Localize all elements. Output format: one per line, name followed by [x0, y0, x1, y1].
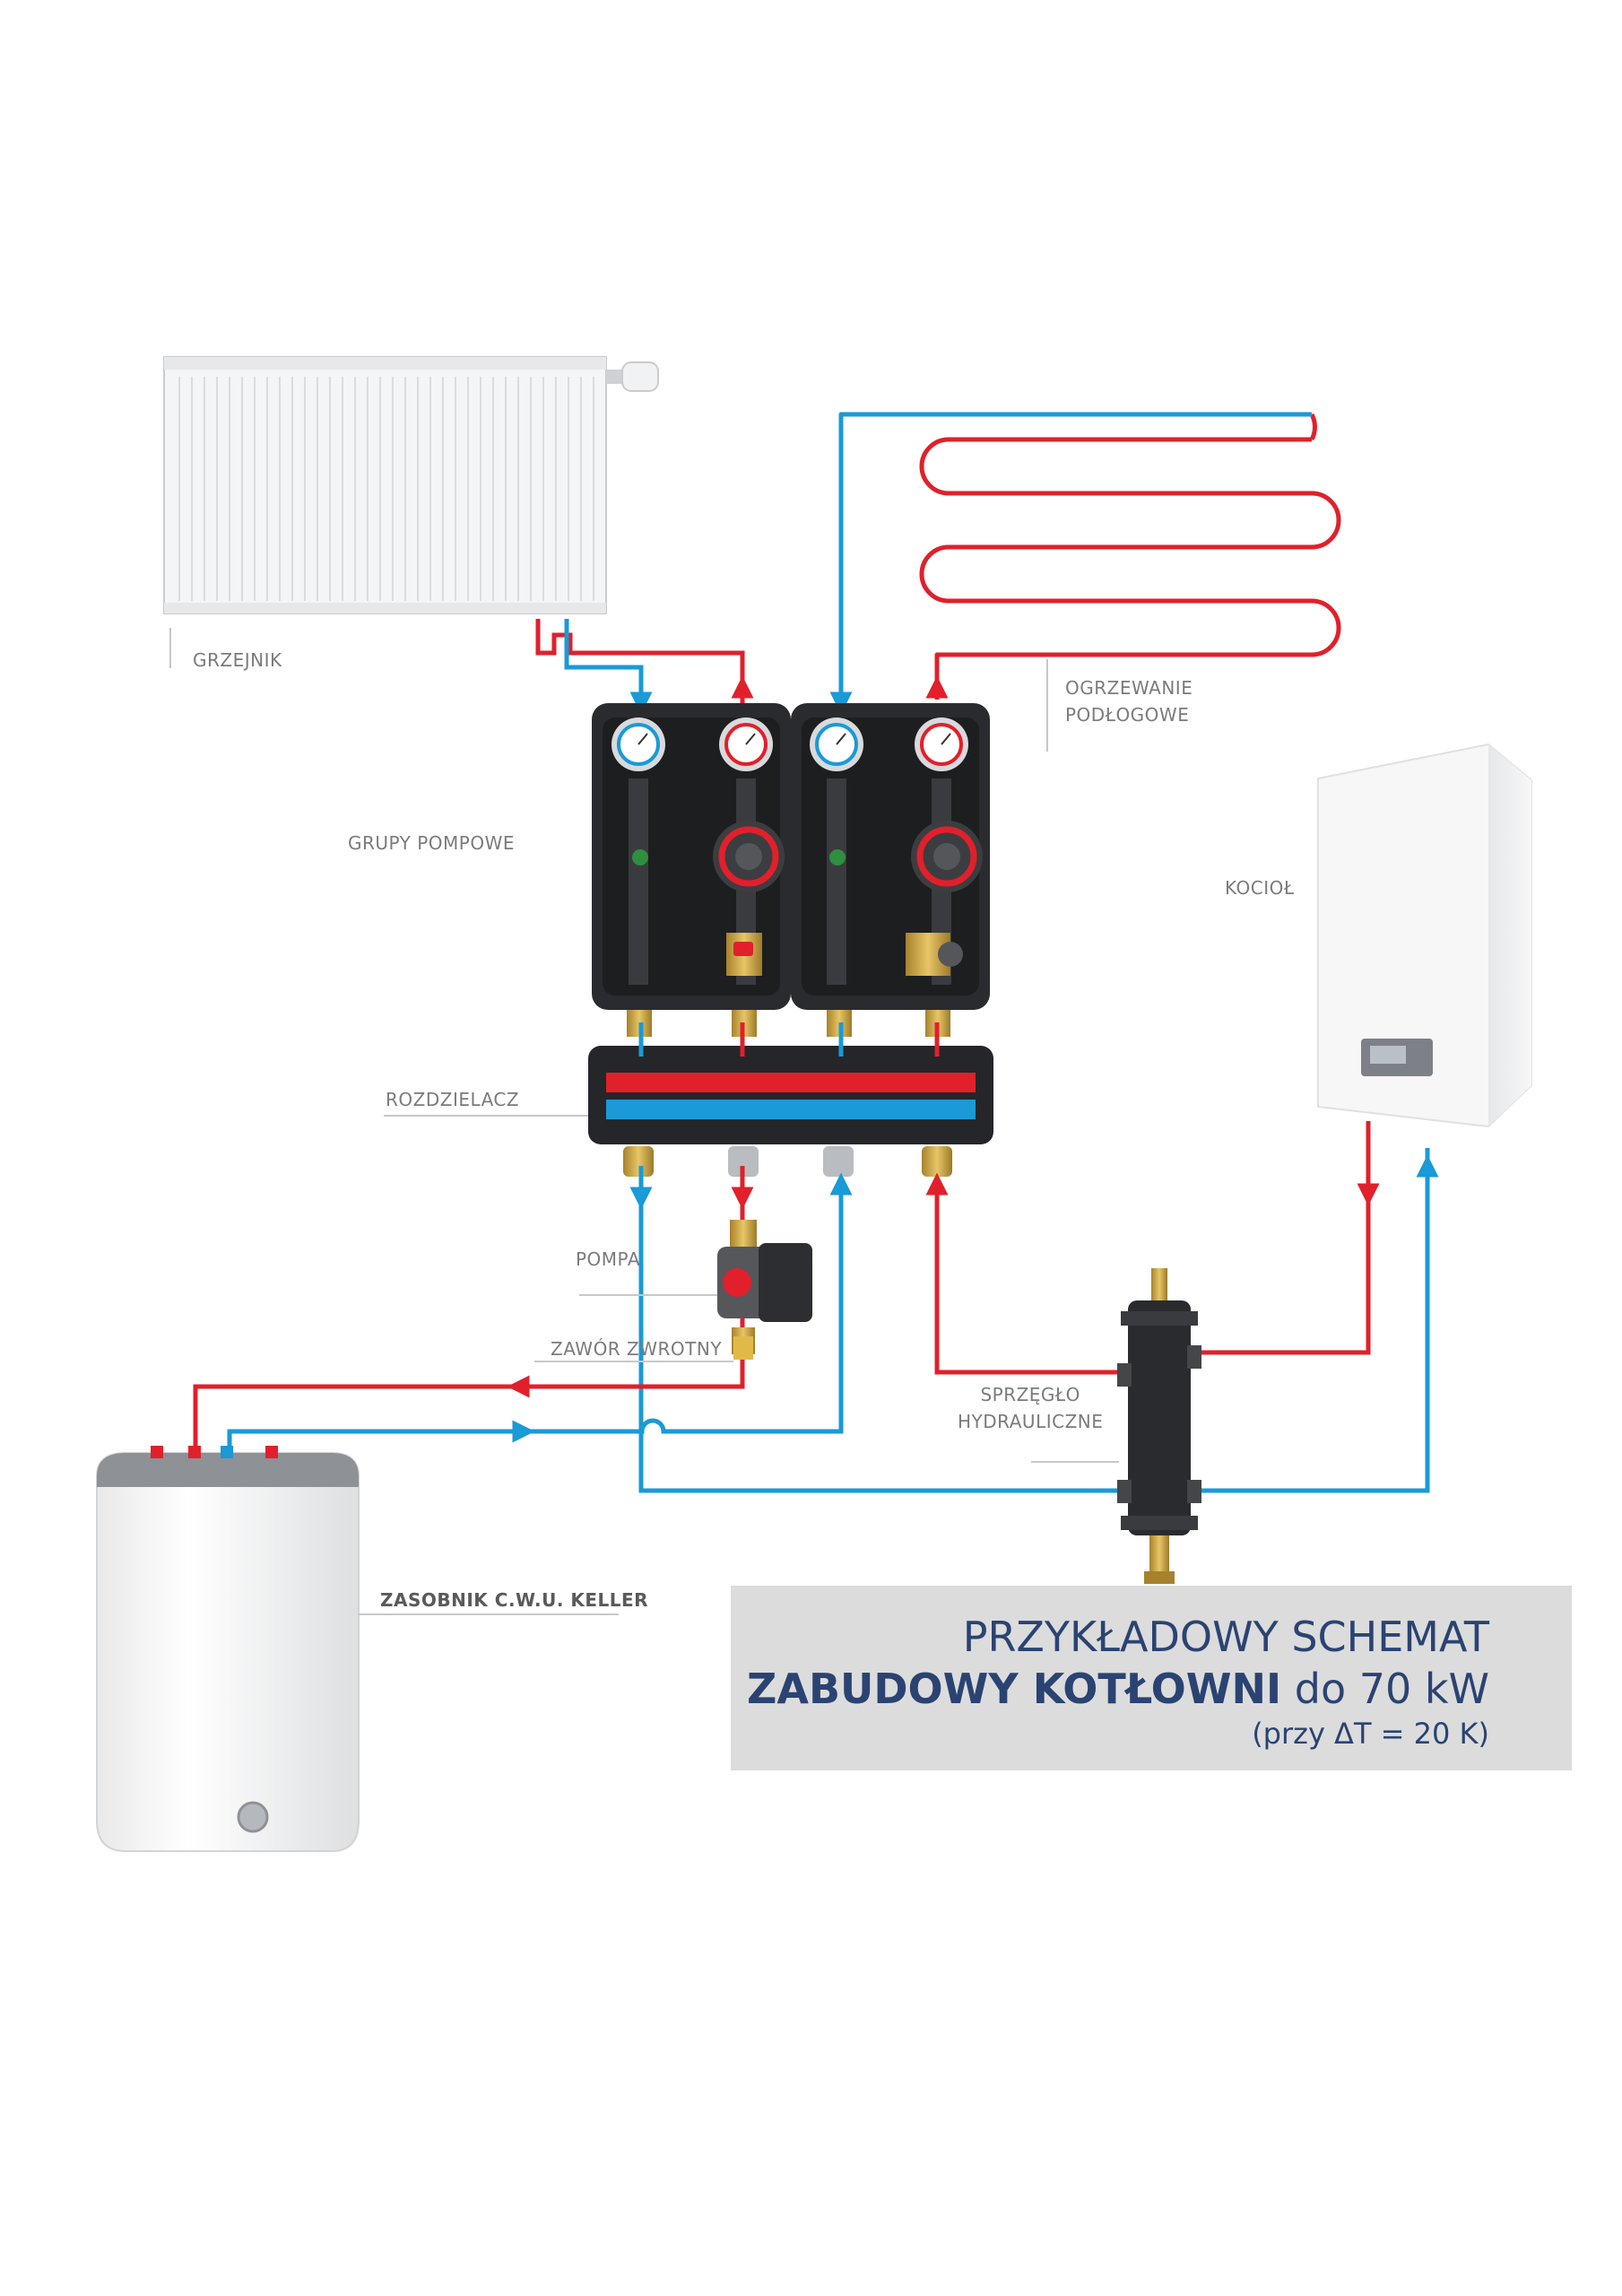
radiator-pipes — [535, 619, 745, 709]
thermometer-blue-icon — [810, 718, 863, 771]
label-dhw-tank: ZASOBNIK C.W.U. KELLER — [380, 1589, 649, 1611]
manifold-lower-fittings — [623, 1146, 952, 1177]
title-line2: ZABUDOWY KOTŁOWNI do 70 kW — [747, 1665, 1489, 1713]
label-pump: POMPA — [576, 1248, 641, 1270]
label-pump-groups: GRUPY POMPOWE — [348, 832, 516, 854]
floor-heating-coil — [838, 412, 1341, 709]
thermometer-red-icon — [915, 718, 968, 771]
return-pipes — [227, 1148, 1430, 1493]
boiler-display-icon — [1361, 1039, 1433, 1076]
hydraulic-separator — [1117, 1268, 1201, 1584]
manifold — [588, 1046, 993, 1144]
label-manifold: ROZDZIELACZ — [386, 1089, 520, 1110]
tank-connectors-icon — [151, 1446, 278, 1458]
title-line2-bold: ZABUDOWY KOTŁOWNI — [746, 1665, 1282, 1713]
label-radiator: GRZEJNIK — [193, 649, 282, 671]
title-line1: PRZYKŁADOWY SCHEMAT — [962, 1613, 1489, 1661]
radiator — [163, 356, 659, 668]
label-hydraulic-separator-line1: SPRZĘGŁO — [980, 1384, 1080, 1405]
thermostatic-head-icon — [606, 361, 659, 392]
radiator-fins — [178, 377, 594, 601]
thermometer-blue-icon — [612, 718, 665, 771]
pump-group-1 — [592, 703, 791, 1010]
label-boiler: KOCIOŁ — [1225, 877, 1295, 899]
title-line3: (przy ΔT = 20 K) — [1252, 1717, 1489, 1751]
group-pipes — [638, 1022, 940, 1057]
manifold-upper-fittings — [627, 1010, 950, 1037]
title-line2-rest: do 70 kW — [1281, 1665, 1489, 1713]
boiler — [1317, 743, 1532, 1128]
pump-group-2 — [791, 703, 990, 1010]
circulator-pump-icon — [911, 821, 983, 892]
dhw-pump — [717, 1220, 812, 1354]
thermometer-red-icon — [719, 718, 773, 771]
title-box: PRZYKŁADOWY SCHEMAT ZABUDOWY KOTŁOWNI do… — [731, 1586, 1572, 1770]
label-check-valve: ZAWÓR ZWROTNY — [551, 1338, 723, 1360]
dhw-tank — [96, 1446, 360, 1852]
label-floor-heating: OGRZEWANIE PODŁOGOWE — [1065, 674, 1193, 728]
circulator-pump-icon — [713, 821, 785, 892]
label-hydraulic-separator-line2: HYDRAULICZNE — [958, 1411, 1104, 1432]
check-valve — [733, 1336, 753, 1360]
label-floor-heating-line2: PODŁOGOWE — [1065, 704, 1190, 726]
label-floor-heating-line1: OGRZEWANIE — [1065, 677, 1193, 699]
label-hydraulic-separator: SPRZĘGŁO HYDRAULICZNE — [958, 1381, 1103, 1435]
